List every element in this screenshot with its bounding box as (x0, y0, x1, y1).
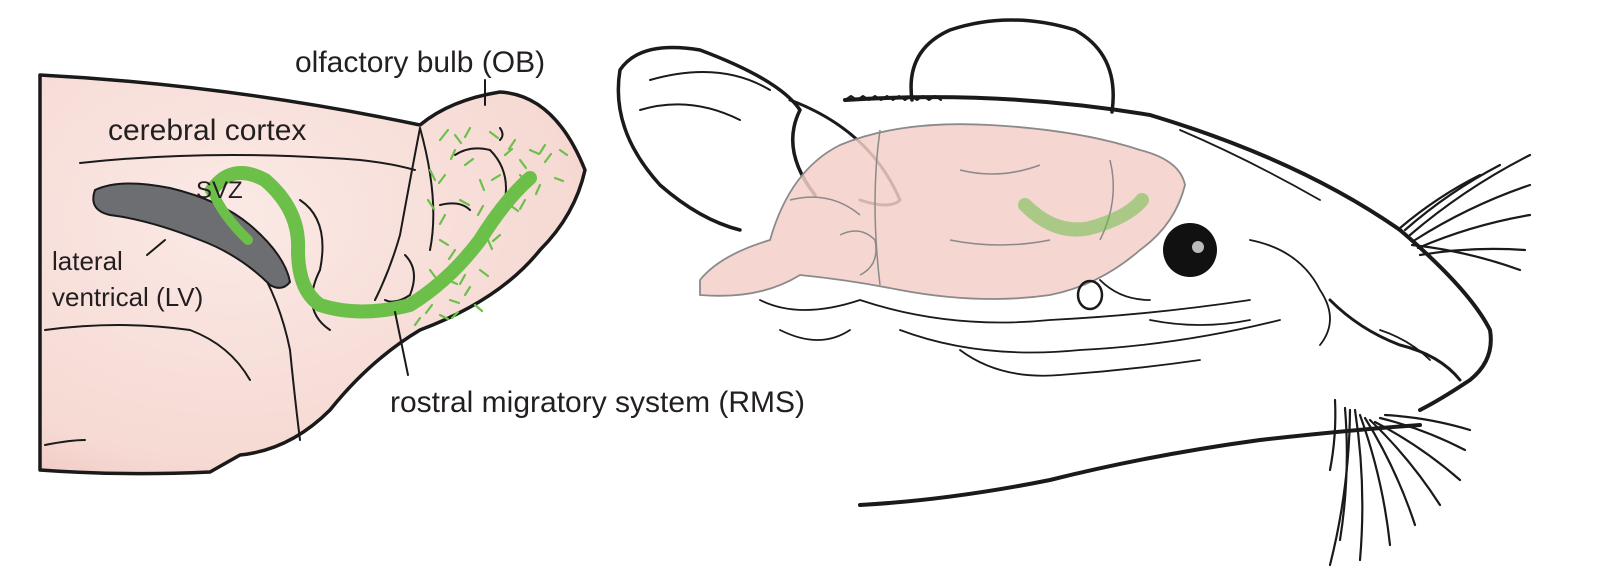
whisker (1355, 410, 1362, 560)
whisker (1415, 185, 1530, 240)
eye (1163, 223, 1217, 277)
whisker (1420, 249, 1525, 255)
label-lateral-ventrical-2: ventrical (LV) (52, 282, 203, 312)
whisker (1418, 215, 1530, 248)
rat-head-drawing (618, 20, 1530, 565)
label-cerebral-cortex: cerebral cortex (108, 114, 306, 147)
whisker (1380, 418, 1465, 450)
whisker (1365, 418, 1415, 525)
migrating-cell-dash (475, 305, 482, 311)
whisker (1405, 165, 1500, 230)
brain-overlay (700, 124, 1185, 299)
whisker (1330, 400, 1335, 470)
whisker (1340, 408, 1347, 540)
label-lateral-ventrical-1: lateral (52, 246, 123, 276)
label-olfactory-bulb: olfactory bulb (OB) (295, 46, 545, 79)
label-svz: SVZ (196, 177, 243, 204)
sagittal-brain-section: olfactory bulb (OB) cerebral cortex SVZ … (40, 46, 805, 474)
label-rms: rostral migratory system (RMS) (390, 386, 805, 419)
whisker (1410, 155, 1530, 235)
